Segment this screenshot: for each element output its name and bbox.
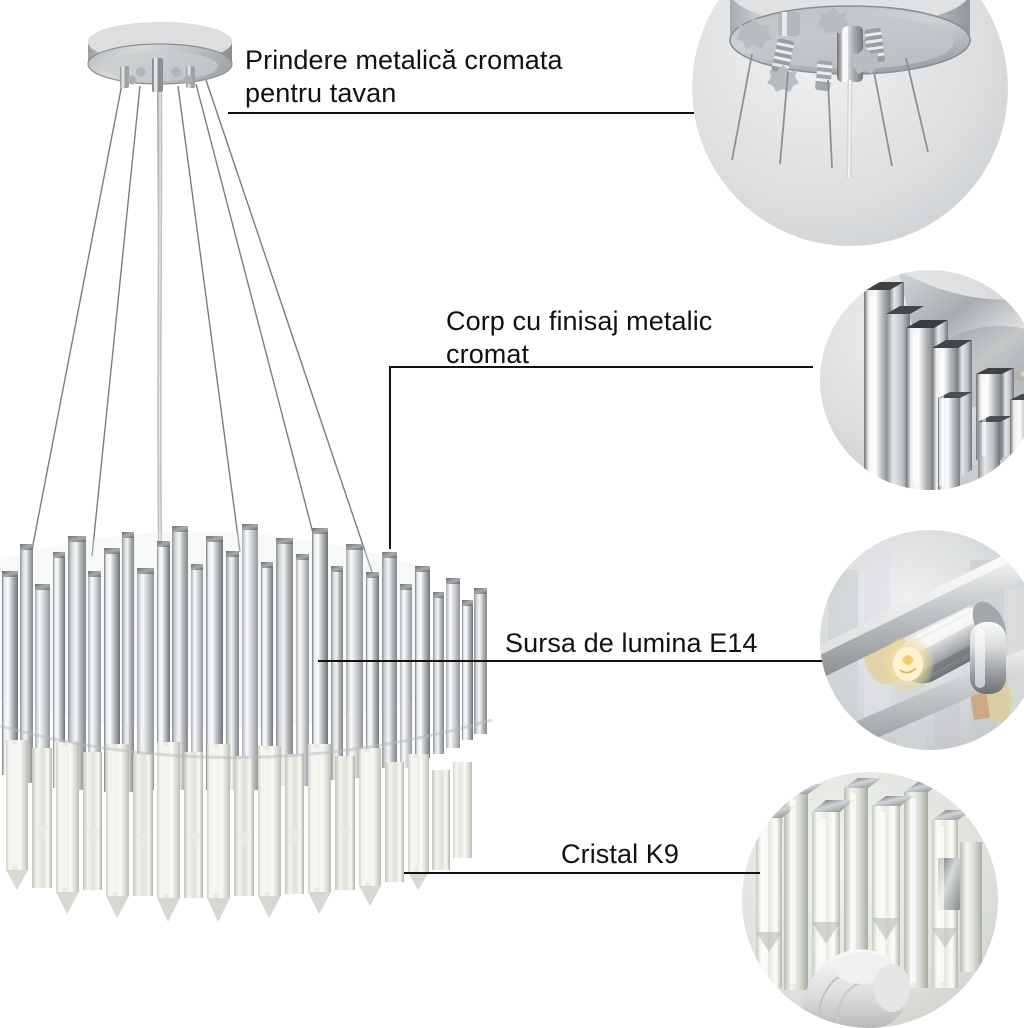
- callout-label-body-finish: Corp cu finisaj metalic cromat: [446, 306, 713, 369]
- chandelier-chrome-bars-back: [0, 531, 420, 730]
- body-ring: [0, 718, 493, 760]
- metal-body-detail-photo: [820, 270, 1024, 490]
- callout-label-ceiling-mount: Prindere metalică cromata pentru tavan: [245, 45, 563, 108]
- ceiling-mount-detail-photo: [692, 0, 1008, 246]
- white-glove-hand: [800, 949, 910, 1028]
- power-cord: [157, 87, 163, 546]
- crystal-detail-photo: [742, 772, 998, 1028]
- cable-lock-fittings: [771, 12, 886, 92]
- callout-label-light-source: Sursa de lumina E14: [505, 628, 758, 658]
- leader-line-ceiling-mount: [228, 112, 694, 114]
- crystal-prisms: [6, 740, 472, 922]
- callout-label-crystal: Cristal K9: [561, 839, 680, 869]
- suspension-cables: [29, 79, 373, 573]
- leader-line-light-source: [318, 660, 822, 662]
- leader-line-crystal: [404, 872, 760, 874]
- light-source-detail-photo: [820, 530, 1024, 750]
- screw-caps: [736, 7, 881, 92]
- ceiling-canopy: [87, 22, 233, 92]
- cable-grips: [120, 58, 195, 92]
- chandelier-chrome-bars: [2, 524, 487, 792]
- leader-line-body-horizontal: [389, 366, 813, 368]
- lit-bulb: [882, 636, 934, 692]
- leader-line-body-vertical: [389, 367, 391, 549]
